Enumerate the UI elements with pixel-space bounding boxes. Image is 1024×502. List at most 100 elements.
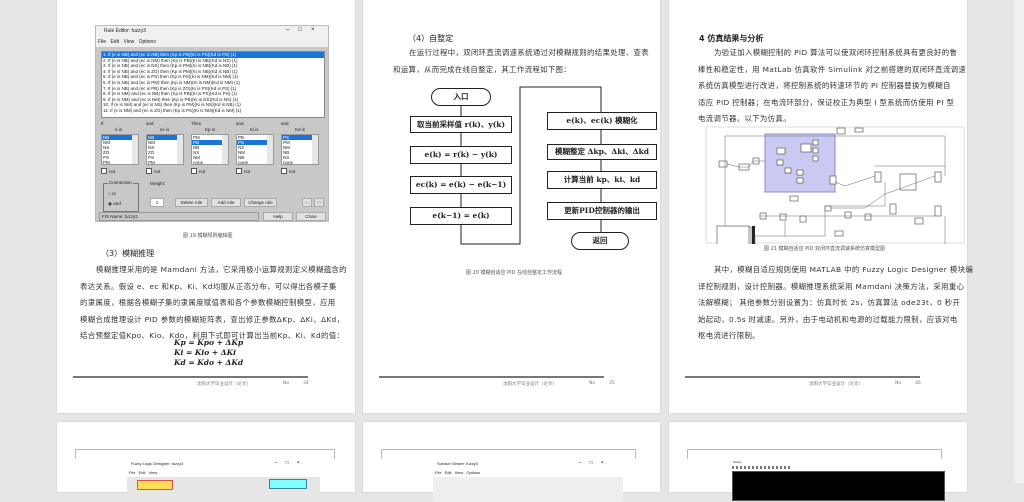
menu-view[interactable]: View — [454, 470, 464, 475]
rule-item[interactable]: 4. If (e is NB) and (ec is ZO) then (Kp … — [103, 68, 238, 74]
paragraph-line: 译控制规则，设计控制器。模糊推理系统采用 Mamdani 决策方法，采用重心 — [698, 281, 965, 291]
listbox-scrollbar[interactable] — [177, 135, 183, 164]
equation: Ki = Kio + ΔKi — [174, 348, 236, 357]
radio-and[interactable]: ◉ and — [108, 201, 121, 206]
menu-edit[interactable]: Edit — [110, 39, 120, 45]
equation: Kp = Kpo + ΔKp — [174, 338, 244, 347]
listbox-scrollbar[interactable] — [267, 135, 273, 164]
listbox-option[interactable]: PM — [148, 160, 155, 165]
listbox-option[interactable]: PB — [238, 135, 245, 140]
not-checkbox[interactable] — [146, 168, 152, 174]
footer-title: 沈阳大学毕业设计（论文） — [503, 382, 557, 387]
scrollbar[interactable] — [1014, 0, 1024, 483]
page-36: 4 仿真结果与分析 为验证加入模糊控制的 PID 算法可以使双闭环控制系统具有更… — [669, 0, 973, 413]
variable-label: ec is — [160, 127, 170, 132]
rule-editor-window: Rule Editor: fuzzy3 –□× File Edit View O… — [95, 25, 329, 222]
menu-view[interactable]: View — [123, 39, 135, 45]
conjunction-label: Then — [191, 121, 202, 126]
listbox-option[interactable]: NS — [193, 150, 200, 155]
listbox-option[interactable]: NM — [238, 150, 245, 155]
listbox-option[interactable]: NB — [283, 150, 290, 155]
footer-title: 沈阳大学毕业设计（论文） — [809, 382, 863, 387]
listbox-option[interactable]: PM — [283, 140, 290, 145]
paragraph-line: 结合预整定值Kpo、Kio、Kdo，利用下式即可计算出当前Kp、Ki、Kd的值： — [80, 331, 345, 340]
listbox-option[interactable]: NS — [148, 145, 155, 150]
delete-rule-button[interactable]: Delete rule — [175, 198, 208, 207]
not-checkbox[interactable] — [236, 168, 242, 174]
help-button[interactable]: Help — [263, 212, 293, 221]
variable-label: Ki is — [250, 127, 259, 132]
menu-bar: File Edit View Options — [435, 470, 480, 475]
menu-edit[interactable]: Edit — [444, 470, 452, 475]
listbox-option[interactable]: PM — [103, 160, 110, 165]
paragraph-line: 适应 PID 控制器；在电流环部分，保证校正为典型 I 型系统而仿使用 PI 型 — [698, 97, 955, 107]
menu-bar: File Edit View — [129, 470, 157, 475]
menu-view[interactable]: View — [148, 470, 158, 475]
listbox-option[interactable]: none — [193, 160, 204, 165]
listbox-scrollbar[interactable] — [222, 135, 228, 164]
not-checkbox[interactable] — [191, 168, 197, 174]
listbox-scrollbar[interactable] — [132, 135, 138, 164]
flow-step: e(k)、ec(k) 模糊化 — [547, 112, 657, 130]
menu-edit[interactable]: Edit — [138, 470, 146, 475]
weight-input[interactable]: 1 — [150, 198, 164, 207]
not-label: not — [244, 169, 251, 174]
rule-item[interactable]: 8. If (e is NM) and (ec is NB) then (Kp … — [103, 91, 238, 97]
menu-file[interactable]: File — [435, 470, 442, 475]
menu-file[interactable]: File — [129, 470, 136, 475]
not-checkbox[interactable] — [101, 168, 107, 174]
add-rule-button[interactable]: Add rule — [211, 198, 241, 207]
scope-window: Scope — [732, 460, 945, 501]
listbox-option[interactable]: NS — [238, 145, 245, 150]
flow-step: e(k−1) = e(k) — [410, 207, 512, 225]
listbox-option[interactable]: PS — [103, 155, 110, 160]
rule-item[interactable]: 2. If (e is NB) and (ec is NM) then (Kp … — [103, 57, 238, 63]
listbox-option[interactable]: PM — [193, 135, 200, 140]
listbox-option[interactable]: NB — [102, 135, 133, 140]
listbox-option[interactable]: NM — [103, 140, 110, 145]
page-number: 34 — [303, 381, 309, 386]
listbox-option[interactable]: ZO — [103, 150, 110, 155]
listbox-option[interactable]: none — [238, 160, 249, 165]
listbox-option[interactable]: PS — [237, 140, 268, 145]
listbox-option[interactable]: NM — [283, 145, 290, 150]
listbox-option[interactable]: ZO — [148, 150, 155, 155]
listbox-option[interactable]: PB — [192, 140, 223, 145]
rule-item[interactable]: 9. If (e is NM) and (ec is NM) then (Kp … — [103, 96, 239, 102]
rule-item[interactable]: 10. If (e is NM) and (ec is NS) then (Kp… — [103, 102, 241, 108]
rule-item[interactable]: 3. If (e is NB) and (ec is NS) then (Kp … — [103, 63, 238, 69]
conjunction-label: and — [281, 121, 289, 126]
rule-item[interactable]: 6. If (e is NB) and (ec is PM) then (Kp … — [103, 79, 240, 85]
listbox-option[interactable]: PS — [282, 135, 313, 140]
change-rule-button[interactable]: Change rule — [244, 198, 277, 207]
rule-list[interactable]: 1. If (e is NB) and (ec is NB) then (Kp … — [101, 51, 325, 118]
flow-step: 取当前采样值 r(k)、y(k) — [410, 116, 512, 133]
close-button[interactable]: Close — [296, 212, 326, 221]
menu-file[interactable]: File — [98, 39, 107, 45]
listbox-option[interactable]: PS — [148, 155, 155, 160]
listbox-option[interactable]: NM — [148, 140, 155, 145]
listbox-option[interactable]: NM — [193, 155, 200, 160]
not-checkbox[interactable] — [281, 168, 287, 174]
radio-or[interactable]: ○ or — [108, 191, 116, 196]
listbox-option[interactable]: NS — [103, 145, 110, 150]
listbox-option[interactable]: none — [283, 160, 294, 165]
listbox-option[interactable]: NB — [193, 145, 200, 150]
listbox-option[interactable]: NS — [283, 155, 290, 160]
menu-options[interactable]: Options — [466, 470, 481, 475]
prev-button[interactable]: << — [302, 198, 312, 207]
rule-item[interactable]: 1. If (e is NB) and (ec is NB) then (Kp … — [102, 52, 324, 58]
menu-options[interactable]: Options — [138, 39, 156, 45]
rule-item[interactable]: 7. If (e is NB) and (ec is PB) then (Kp … — [103, 85, 237, 91]
listbox-option[interactable]: NB — [238, 155, 245, 160]
listbox-option[interactable]: NB — [147, 135, 178, 140]
next-button[interactable]: >> — [314, 198, 324, 207]
listbox-scrollbar[interactable] — [312, 135, 318, 164]
rule-item[interactable]: 5. If (e is NB) and (ec is PS) then (Kp … — [103, 74, 239, 80]
rule-item[interactable]: 11. If (e is NM) and (ec is ZO) then (Kp… — [103, 107, 242, 113]
